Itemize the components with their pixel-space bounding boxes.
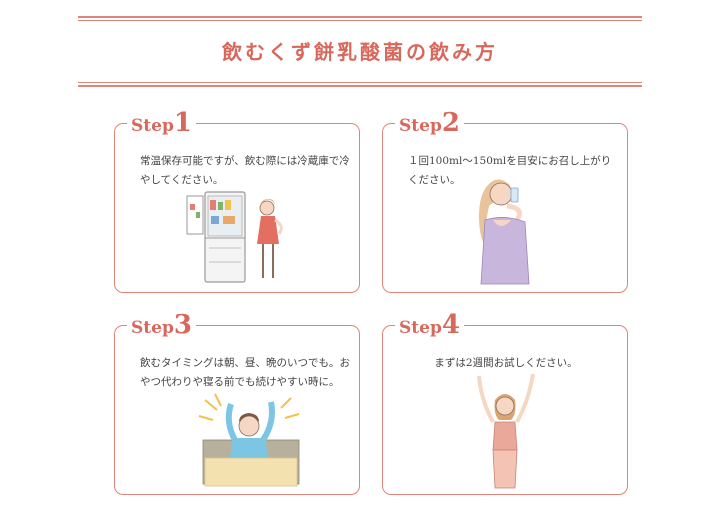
step-label-3: Step3 [127,310,196,343]
drinking-woman-illustration [479,179,530,285]
step-word: Step [399,116,442,136]
step-description: １回100ml〜150mlを目安にお召し上がりください。 [408,155,612,186]
step-number: 4 [441,310,460,340]
stretching-woman-illustration [477,373,535,489]
step-number: 2 [441,108,460,138]
step-description: 常温保存可能ですが、飲む際には冷蔵庫で冷やしてください。 [140,155,350,186]
step-card-2: Step2 １回100ml〜150mlを目安にお召し上がりください。 [382,108,628,293]
step-card-3: Step3 飲むタイミングは朝、昼、晩のいつでも。おやつ代わりや寝る前でも続けや… [114,310,360,495]
step-word: Step [131,116,174,136]
step-label-2: Step2 [395,108,464,141]
morning-stretch-illustration [198,393,300,487]
step-description: まずは2週間お試しください。 [434,357,578,369]
step-label-4: Step4 [395,310,464,343]
top-rule-1 [78,16,642,18]
step-label-1: Step1 [127,108,196,141]
step-word: Step [131,318,174,338]
refrigerator-woman-illustration [186,191,283,283]
page-title: 飲むくず餅乳酸菌の飲み方 [222,40,498,64]
step-card-4: Step4 まずは2週間お試しください。 [382,310,628,495]
bottom-rule-1 [78,82,642,83]
step-number: 1 [173,108,192,138]
step-word: Step [399,318,442,338]
step-number: 3 [173,310,192,340]
bottom-rule-2 [78,85,642,87]
step-card-1: Step1 常温保存可能ですが、飲む際には冷蔵庫で冷やしてください。 [114,108,360,293]
top-rule-2 [78,20,642,21]
step-description: 飲むタイミングは朝、昼、晩のいつでも。おやつ代わりや寝る前でも続けやすい時に。 [140,357,350,388]
